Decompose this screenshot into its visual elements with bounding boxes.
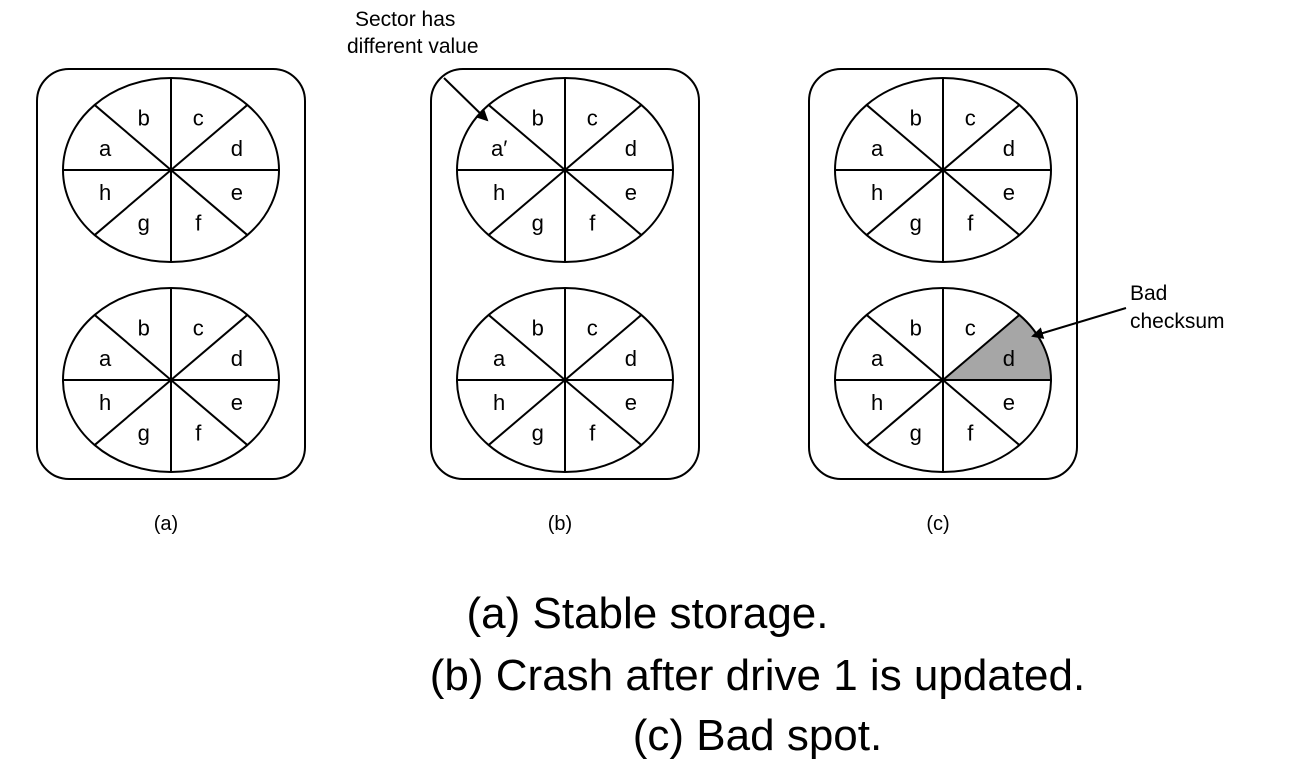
sector-label: g: [138, 211, 150, 236]
sector-label: f: [195, 421, 202, 446]
sector-label: a: [871, 346, 884, 371]
annotation-different-value-arrow: [443, 77, 489, 122]
panel-label: (a): [154, 513, 178, 535]
sector-divider: [865, 314, 1021, 446]
panel-label: (c): [926, 513, 949, 535]
sector-label: g: [532, 211, 544, 236]
sector-label: b: [532, 105, 544, 130]
sector-label: b: [910, 105, 922, 130]
sector-label: d: [625, 136, 637, 161]
caption-bad-spot: (c) Bad spot.: [632, 711, 883, 760]
sector-label: b: [138, 105, 150, 130]
sector-label: g: [532, 421, 544, 446]
sector-label: b: [532, 315, 544, 340]
sector-label: f: [967, 211, 974, 236]
drive-pair-box: [36, 68, 306, 480]
sector-label: h: [99, 180, 111, 205]
sector-label: c: [587, 105, 598, 130]
sector-label: h: [99, 390, 111, 415]
annotation-different-value: Sector has different value: [347, 8, 489, 122]
annotation-bad-checksum-line2: checksum: [1130, 310, 1225, 333]
sector-label: h: [493, 180, 505, 205]
sector-label: h: [871, 180, 883, 205]
annotation-bad-checksum: Bad checksum: [1031, 282, 1225, 339]
sector-label: g: [910, 421, 922, 446]
annotation-bad-checksum-line1: Bad: [1130, 282, 1167, 305]
sector-label: f: [589, 421, 596, 446]
drive-1: a b c de f g h: [62, 77, 280, 263]
drive-1: a b c de f g h: [834, 77, 1052, 263]
sector-label: a: [493, 346, 506, 371]
drive-1: a′ b c de f g h: [456, 77, 674, 263]
sector-label: a′: [491, 136, 507, 161]
annotation-bad-checksum-arrow: [1031, 307, 1127, 339]
sector-label: h: [871, 390, 883, 415]
sector-label: d: [625, 346, 637, 371]
sector-label: g: [910, 211, 922, 236]
sector-label: d: [231, 346, 243, 371]
annotation-different-value-line2: different value: [347, 35, 479, 58]
sector-divider: [865, 104, 1021, 236]
sector-divider: [93, 314, 249, 446]
sector-label: g: [138, 421, 150, 446]
sector-label: e: [231, 180, 243, 205]
sector-label: c: [965, 315, 976, 340]
sector-label: a: [871, 136, 884, 161]
annotation-different-value-line1: Sector has: [355, 8, 455, 31]
sector-label: d: [1003, 136, 1015, 161]
sector-label: e: [1003, 390, 1015, 415]
sector-label: a: [99, 136, 112, 161]
caption-crash-after-update: (b) Crash after drive 1 is updated.: [429, 651, 1086, 700]
sector-label: a: [99, 346, 112, 371]
panel-label: (b): [548, 513, 572, 535]
sector-label: c: [193, 315, 204, 340]
sector-label: d: [231, 136, 243, 161]
drive-2: a b c de f g h: [456, 287, 674, 473]
sector-label: f: [589, 211, 596, 236]
sector-divider: [93, 104, 249, 236]
sector-label: e: [231, 390, 243, 415]
sector-label: e: [1003, 180, 1015, 205]
sector-label: d: [1003, 346, 1015, 371]
sector-label: b: [910, 315, 922, 340]
sector-label: f: [195, 211, 202, 236]
drive-2: a b c de f g h: [62, 287, 280, 473]
sector-label: c: [587, 315, 598, 340]
drive-2: a b c de f g h: [834, 287, 1052, 473]
sector-label: e: [625, 180, 637, 205]
sector-divider: [487, 104, 643, 236]
drive-pair-box: [430, 68, 700, 480]
sector-label: e: [625, 390, 637, 415]
sector-label: h: [493, 390, 505, 415]
drive-pair-box: [808, 68, 1078, 480]
sector-label: f: [967, 421, 974, 446]
sector-label: c: [965, 105, 976, 130]
bad-sector-fill: [943, 314, 1051, 380]
sector-label: c: [193, 105, 204, 130]
sector-divider: [487, 314, 643, 446]
sector-label: b: [138, 315, 150, 340]
caption-stable-storage: (a) Stable storage.: [466, 589, 829, 638]
